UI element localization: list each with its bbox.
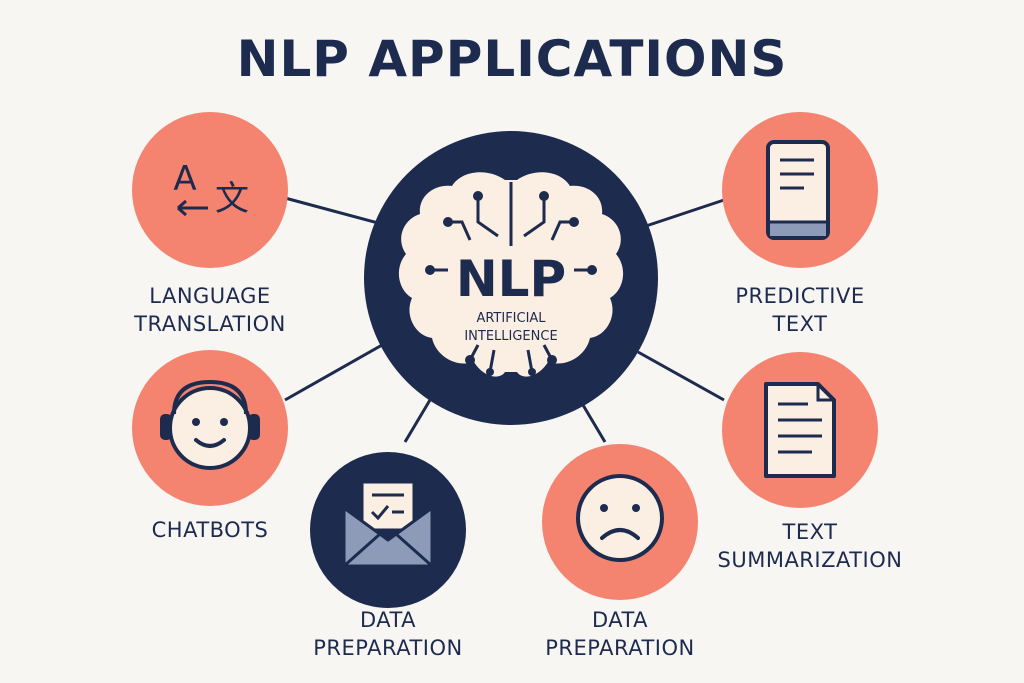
label-line: SUMMARIZATION: [717, 548, 903, 572]
label-line: LANGUAGE: [149, 284, 271, 308]
label-predictive-text: PREDICTIVE TEXT: [700, 282, 900, 338]
connector-predictive-text: [639, 198, 725, 230]
sad-face-icon: [576, 474, 664, 562]
chatbot-face-icon: [160, 379, 260, 470]
label-line: PREPARATION: [313, 636, 463, 660]
translate-glyph-a: A: [173, 159, 196, 199]
node-data-preparation-2: [542, 444, 698, 600]
node-chatbots: [132, 350, 288, 506]
translate-icon: A 文: [173, 159, 249, 219]
label-line: CHATBOTS: [151, 518, 269, 542]
page-title: NLP APPLICATIONS: [236, 30, 788, 88]
document-icon: [764, 382, 836, 478]
label-line: TEXT: [772, 312, 828, 336]
connector-data-preparation-2: [578, 399, 607, 443]
center-subtitle-line1: ARTIFICIAL: [476, 311, 546, 326]
connectors: [284, 196, 725, 443]
label-line: PREDICTIVE: [735, 284, 865, 308]
label-line: PREPARATION: [545, 636, 695, 660]
label-line: TEXT: [782, 520, 838, 544]
label-line: DATA: [359, 608, 417, 632]
label-language-translation: LANGUAGE TRANSLATION: [110, 282, 310, 338]
phone-icon: [766, 140, 830, 240]
connector-chatbots: [284, 343, 383, 402]
node-predictive-text: [722, 112, 878, 268]
node-text-summarization: [722, 352, 878, 508]
connector-language-translation: [284, 196, 383, 226]
center-title: NLP: [456, 250, 566, 308]
center-node: NLP ARTIFICIAL INTELLIGENCE: [364, 131, 658, 425]
node-language-translation: A 文: [132, 112, 288, 268]
label-chatbots: CHATBOTS: [110, 516, 310, 544]
center-subtitle-line2: INTELLIGENCE: [464, 329, 557, 344]
translate-arrow: [177, 199, 208, 217]
envelope-icon: [342, 480, 434, 568]
connector-data-preparation-1: [403, 399, 432, 443]
label-data-preparation-1: DATA PREPARATION: [288, 606, 488, 662]
label-line: TRANSLATION: [134, 312, 286, 336]
label-text-summarization: TEXT SUMMARIZATION: [700, 518, 920, 574]
translate-glyph-b: 文: [215, 179, 249, 219]
node-data-preparation-1: [310, 452, 466, 608]
node-circle-language-translation: [132, 112, 288, 268]
brain-nodes: [425, 191, 597, 376]
connector-text-summarization: [637, 350, 725, 402]
label-line: DATA: [591, 608, 649, 632]
label-data-preparation-2: DATA PREPARATION: [520, 606, 720, 662]
